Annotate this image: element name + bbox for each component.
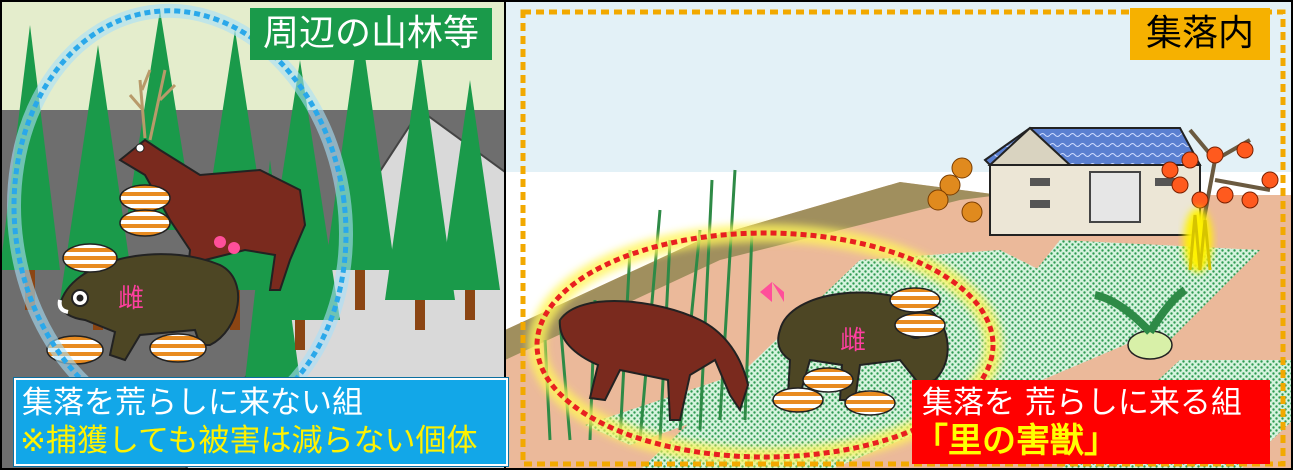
- raider-title: 集落を 荒らしに来る組: [922, 385, 1242, 421]
- piglet-icon: [46, 184, 207, 365]
- piglet-icon: [772, 287, 946, 416]
- female-marker: 雌: [840, 326, 867, 356]
- deer-icon: [558, 300, 750, 421]
- deer-icon: [118, 69, 307, 301]
- radish-icon: [1094, 286, 1188, 360]
- house-icon: [983, 126, 1202, 236]
- non-raider-title: 集落を荒らしに来ない組: [22, 385, 363, 421]
- female-marker: 雌: [118, 284, 145, 314]
- raider-name: 「里の害獣」: [914, 421, 1118, 461]
- village-label: 集落内: [1130, 8, 1270, 60]
- persimmon-tree-icon: [1161, 128, 1279, 272]
- non-raider-note: ※捕獲しても被害は減らない個体: [20, 423, 478, 459]
- non-raider-caption: 集落を荒らしに来ない組 ※捕獲しても被害は減らない個体: [14, 378, 508, 466]
- forest-label: 周辺の山林等: [250, 8, 492, 60]
- raider-caption: 集落を 荒らしに来る組 「里の害獣」: [912, 380, 1270, 464]
